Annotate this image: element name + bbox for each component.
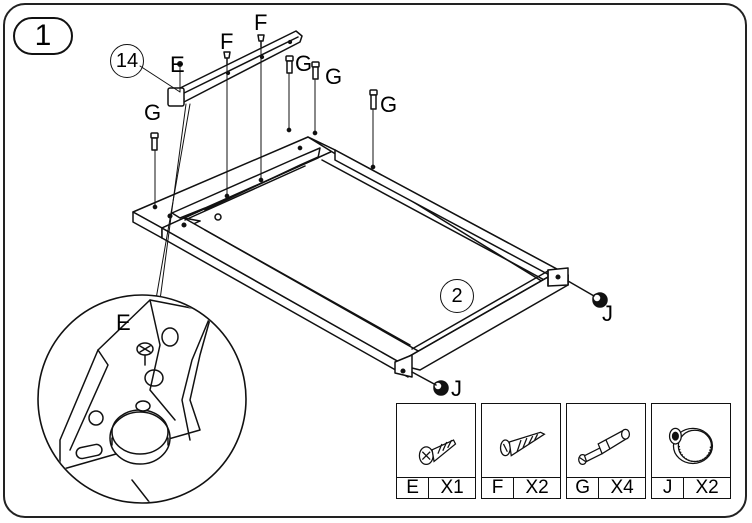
glide-foot-j-group xyxy=(411,280,608,396)
label-g-mid2: G xyxy=(325,64,343,89)
page-frame xyxy=(3,3,747,518)
part-card-j: J X2 xyxy=(651,403,731,499)
label-f-right: F xyxy=(254,10,268,35)
part-quantity: X1 xyxy=(440,477,464,498)
part-letter: J xyxy=(652,478,685,498)
part-caption-f: F X2 xyxy=(482,477,560,498)
flat-head-screw-icon xyxy=(418,439,457,466)
part-letter: E xyxy=(397,478,430,498)
wood-screw-icon xyxy=(499,431,546,457)
part-caption-g: G X4 xyxy=(567,477,645,498)
step-number-badge: 1 xyxy=(13,17,73,55)
part-caption-e: E X1 xyxy=(397,477,475,498)
glide-foot-icon xyxy=(668,427,714,465)
part-quantity: X4 xyxy=(610,477,634,498)
label-g-right: G xyxy=(380,92,398,117)
label-g-left: G xyxy=(144,100,162,125)
label-e-top: E xyxy=(170,52,185,77)
part-card-g: G X4 xyxy=(566,403,646,499)
cam-bolt-icon xyxy=(578,428,631,466)
part-quantity: X2 xyxy=(525,477,549,498)
label-j-bottom: J xyxy=(451,376,462,401)
bracket-part-14 xyxy=(167,30,303,107)
part-letter: G xyxy=(567,478,600,498)
part-caption-j: J X2 xyxy=(652,477,730,498)
part-letter: F xyxy=(482,478,515,498)
step-number: 1 xyxy=(34,19,52,52)
frame-part-2 xyxy=(132,127,569,378)
detail-magnifier xyxy=(37,294,247,504)
label-f-left: F xyxy=(220,29,234,54)
label-e-detail: E xyxy=(116,310,131,335)
callout-part-2: 2 xyxy=(440,279,474,313)
label-j-right: J xyxy=(602,301,613,326)
screw-e-small xyxy=(177,61,183,67)
screw-f-group xyxy=(223,34,265,65)
part-card-f: F X2 xyxy=(481,403,561,499)
part-quantity: X2 xyxy=(695,477,719,498)
label-g-mid1: G xyxy=(295,51,313,76)
part-card-e: E X1 xyxy=(396,403,476,499)
callout-part-14: 14 xyxy=(110,44,144,78)
cam-bolt-g-group xyxy=(150,55,378,151)
